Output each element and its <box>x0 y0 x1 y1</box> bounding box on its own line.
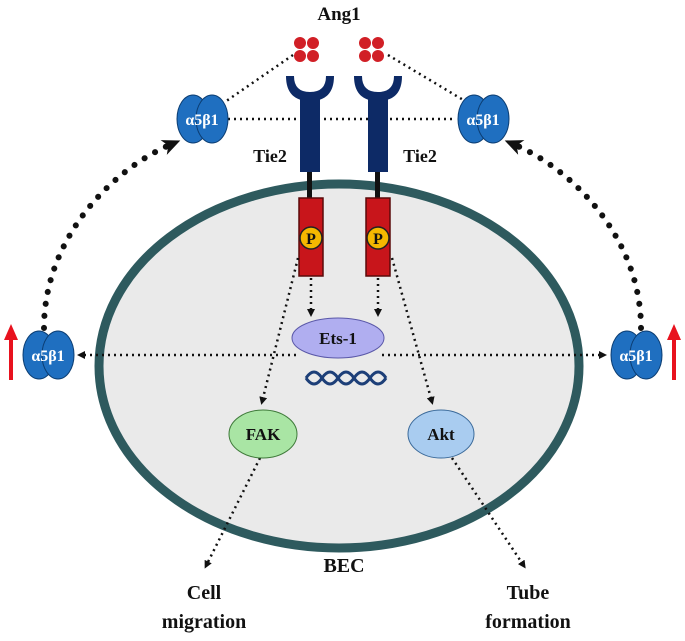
akt-label: Akt <box>427 425 455 444</box>
ang1-label: Ang1 <box>317 4 360 25</box>
akt-node: Akt <box>407 409 475 459</box>
phospho-label-left: P <box>306 231 316 248</box>
outcome-right-line2: formation <box>485 611 571 633</box>
signaling-arrows <box>204 257 526 569</box>
ets1-node: Ets-1 <box>291 317 385 359</box>
phospho-left <box>299 226 323 250</box>
bec-label: BEC <box>323 555 364 577</box>
tie2-receptor-left: P <box>286 76 334 277</box>
integrin-left-label: α5β1 <box>31 348 64 365</box>
integrin-top-left-label: α5β1 <box>185 112 218 129</box>
tie2-label-right: Tie2 <box>403 146 437 166</box>
outcome-right-line1: Tube <box>507 582 550 604</box>
ang1-ligand-right <box>359 37 384 62</box>
ang1-ligand-left <box>294 37 319 62</box>
outcome-left-line2: migration <box>162 611 246 633</box>
fak-label: FAK <box>246 425 281 444</box>
bec-cell <box>94 179 584 553</box>
integrin-links <box>221 53 471 121</box>
fak-node: FAK <box>228 409 298 459</box>
outcome-left-line1: Cell <box>187 582 222 604</box>
red-up-arrow-icon <box>4 324 18 380</box>
tie2-label-left: Tie2 <box>253 146 287 166</box>
tie2-receptor-right: P <box>354 76 402 277</box>
red-up-arrow-icon <box>667 324 681 380</box>
integrin-top-right-label: α5β1 <box>466 112 499 129</box>
phospho-label-right: P <box>373 231 383 248</box>
integrin-top-right: α5β1 <box>457 94 510 144</box>
ets1-label: Ets-1 <box>319 329 357 348</box>
integrin-top-left: α5β1 <box>176 94 229 144</box>
integrin-right-label: α5β1 <box>619 348 652 365</box>
dna-helix-icon <box>304 370 388 386</box>
integrin-right: α5β1 <box>610 330 663 380</box>
integrin-left: α5β1 <box>22 330 75 380</box>
phospho-right <box>366 226 390 250</box>
